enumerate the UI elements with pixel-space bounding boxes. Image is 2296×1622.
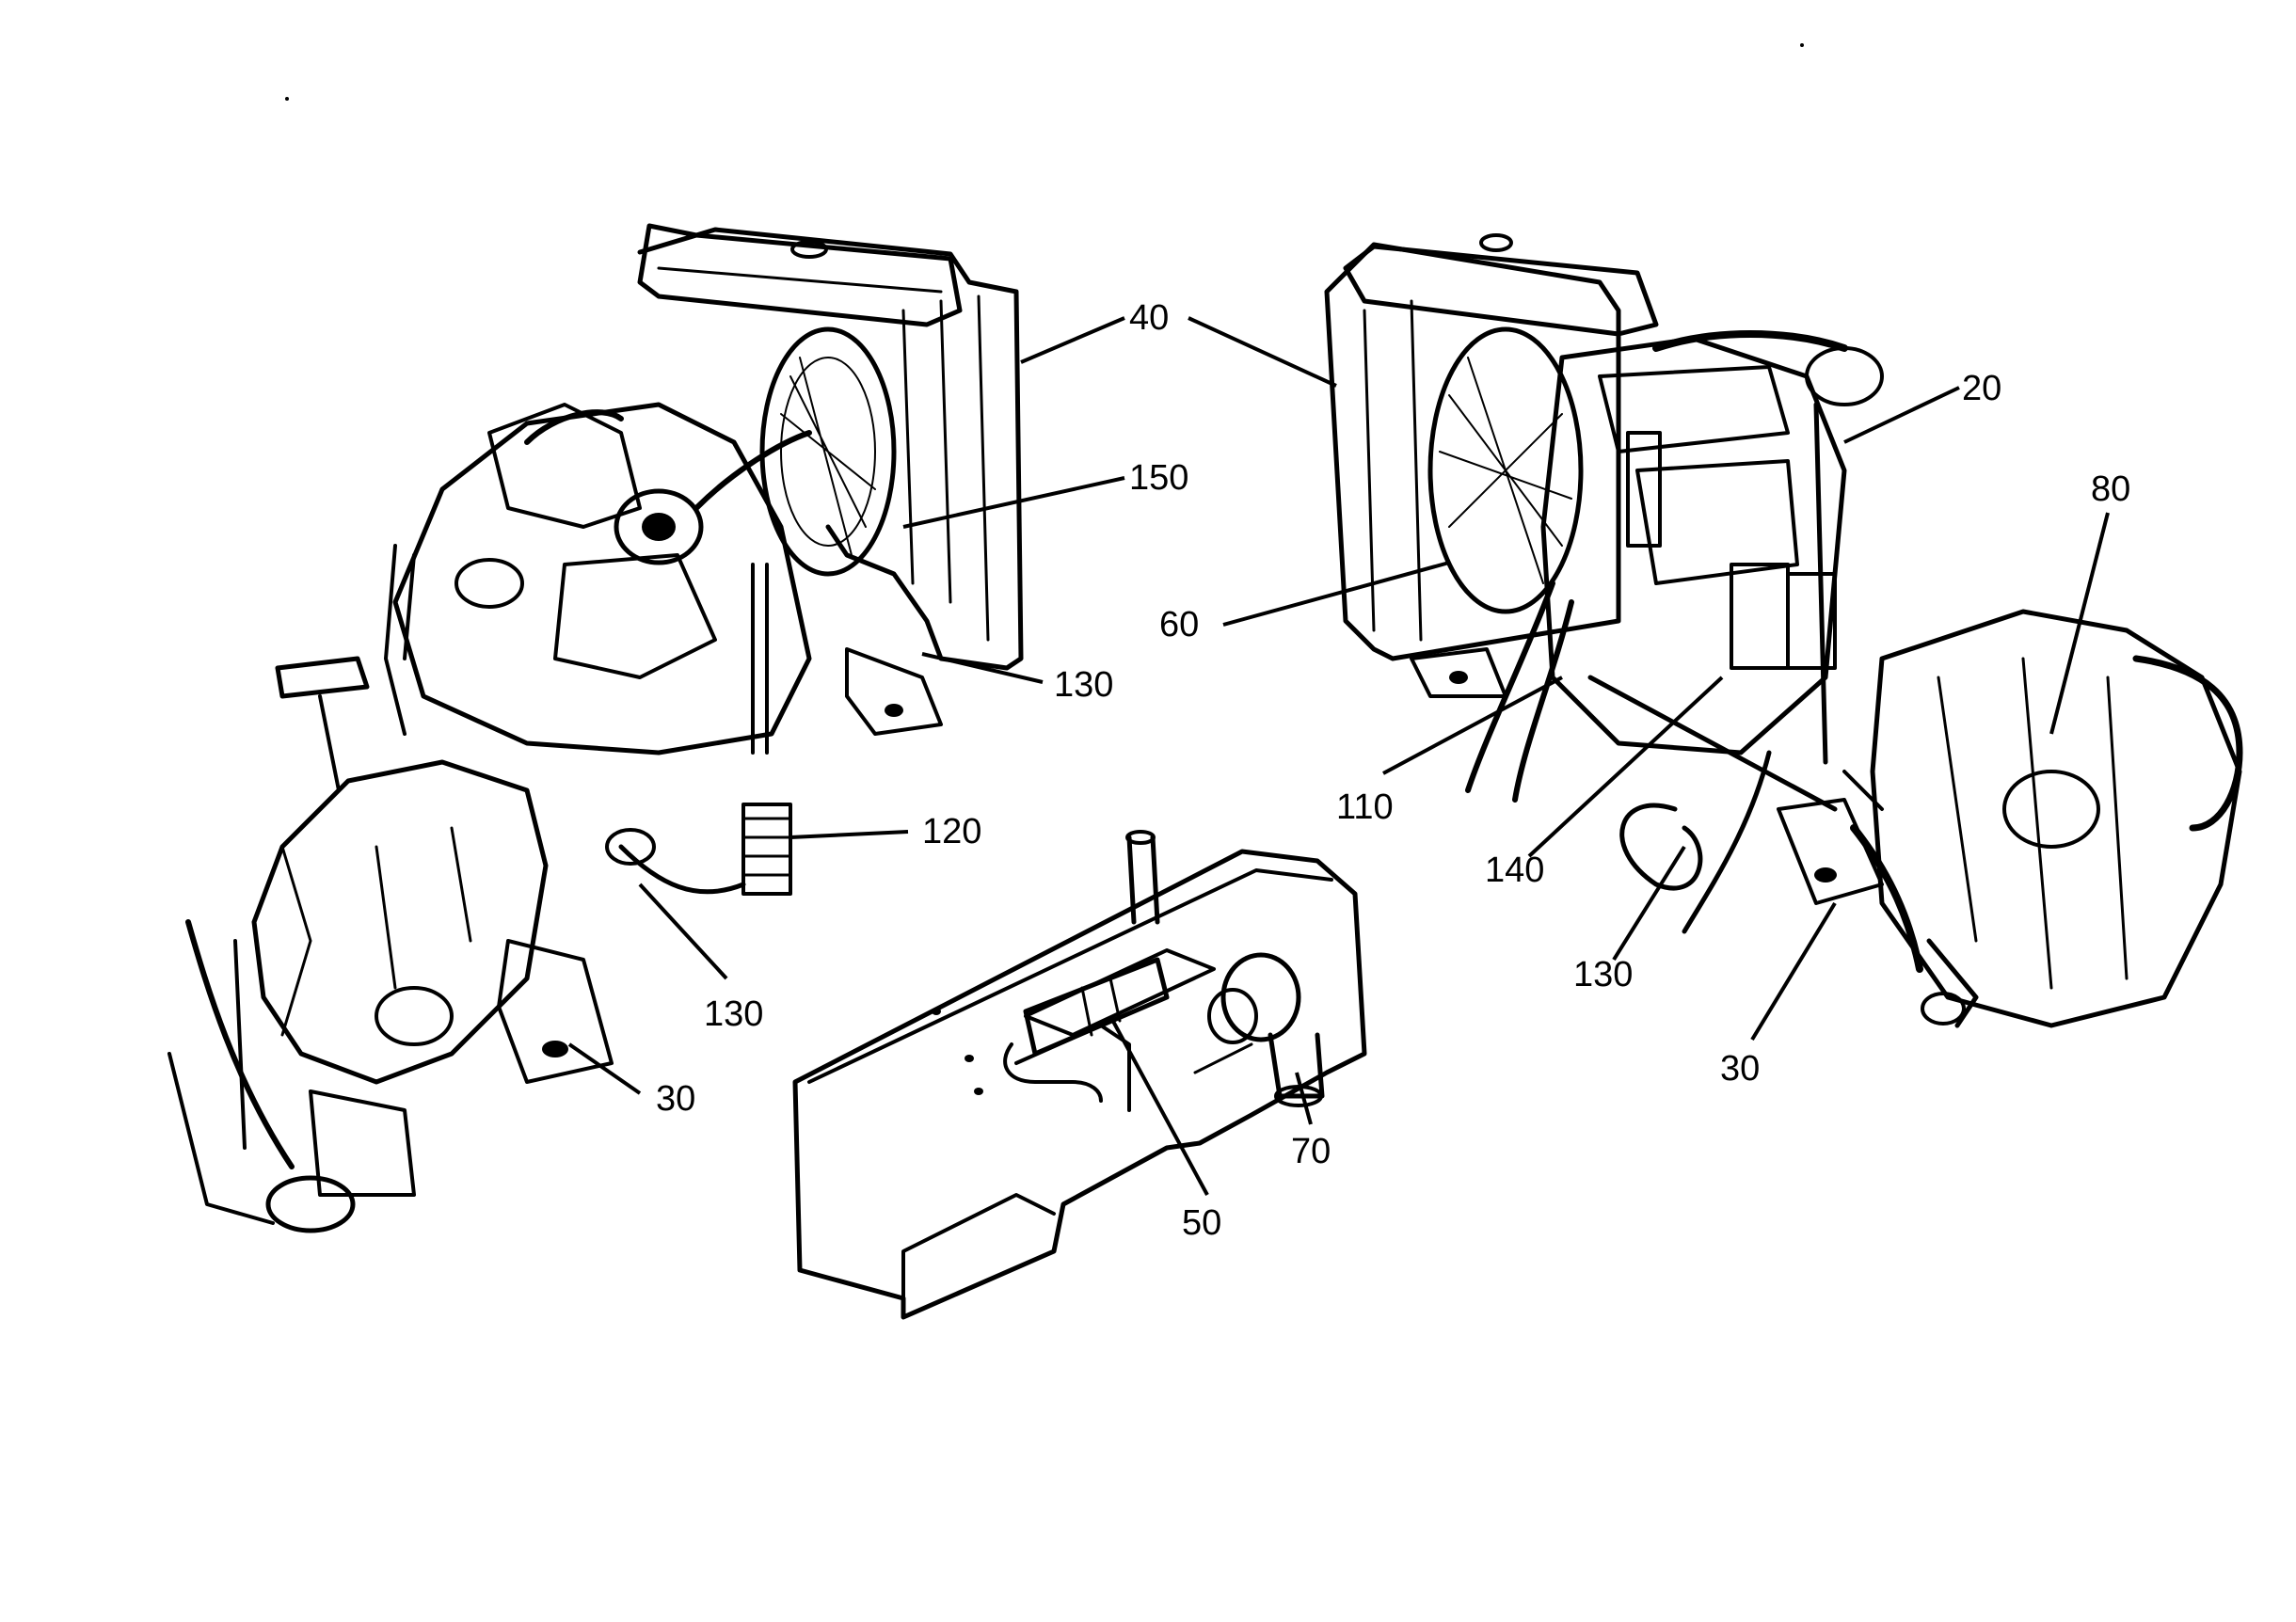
- leader-40-right: [1188, 316, 1337, 388]
- callout-40: 40: [1129, 298, 1169, 338]
- leader-40-left: [1020, 316, 1125, 364]
- callout-50: 50: [1182, 1203, 1221, 1243]
- callout-130-left-upper: 130: [1054, 665, 1113, 705]
- leader-lines: [567, 316, 2110, 1196]
- callout-150: 150: [1129, 458, 1188, 498]
- callout-20: 20: [1962, 369, 2001, 408]
- callout-110: 110: [1336, 787, 1394, 827]
- callout-140: 140: [1485, 851, 1544, 890]
- callout-labels: 40 20 150 80 60 130 110 140 120 130 130 …: [656, 298, 2130, 1243]
- leader-60: [1222, 561, 1450, 627]
- leader-30-left: [567, 1042, 642, 1095]
- callout-130-right: 130: [1573, 955, 1633, 994]
- leader-130-left-lower: [638, 883, 728, 980]
- leader-120: [789, 830, 909, 839]
- leader-110: [1382, 676, 1563, 775]
- leader-80: [2049, 512, 2110, 735]
- callout-30-right: 30: [1720, 1049, 1760, 1089]
- speck: [1800, 43, 1804, 47]
- callout-70: 70: [1291, 1132, 1331, 1171]
- leader-30-right: [1750, 901, 1837, 1042]
- callout-60: 60: [1159, 605, 1199, 644]
- leader-70: [1295, 1072, 1313, 1125]
- leader-150: [902, 476, 1125, 529]
- leader-130-left-upper: [921, 652, 1044, 684]
- speck: [285, 97, 289, 101]
- right-engine-assembly: [1324, 233, 2243, 1028]
- leader-20: [1843, 386, 1960, 444]
- callout-120: 120: [922, 812, 981, 851]
- hood-panel: [792, 830, 1367, 1320]
- leader-140: [1527, 676, 1724, 858]
- callout-130-left-lower: 130: [704, 994, 763, 1034]
- left-engine-assembly: [167, 223, 1024, 1233]
- leader-130-right: [1612, 845, 1686, 962]
- callout-30-left: 30: [656, 1079, 695, 1119]
- leader-50: [1108, 1015, 1209, 1196]
- callout-80: 80: [2091, 469, 2130, 509]
